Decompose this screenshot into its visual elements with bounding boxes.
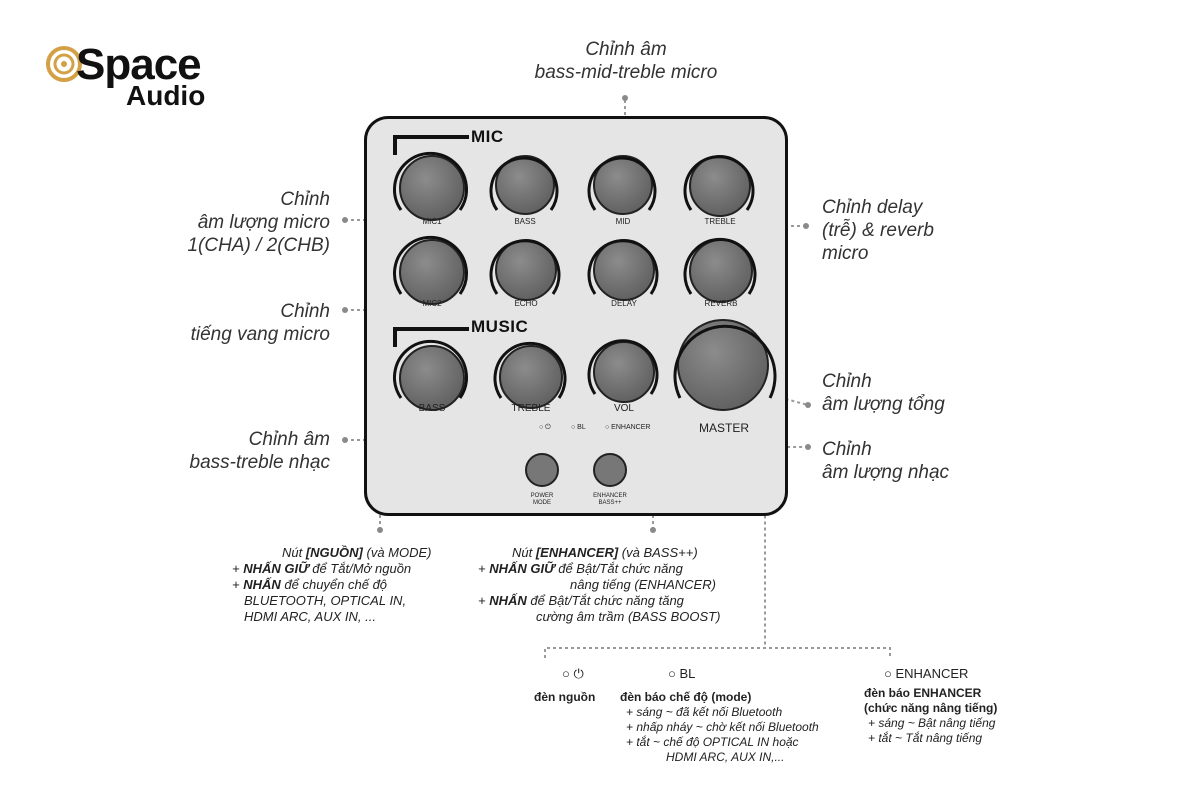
enhancer-led: ○ ENHANCER <box>605 424 651 431</box>
mic1-knob[interactable] <box>399 155 465 221</box>
vol-label: VOL <box>613 403 634 414</box>
music-section-title: MUSIC <box>471 317 529 336</box>
echo-knob[interactable] <box>495 239 557 301</box>
enhancer-led-description: đèn báo ENHANCER (chức năng nâng tiếng) … <box>864 686 998 745</box>
mic2-label: MIC2 <box>422 299 442 308</box>
delay-knob[interactable] <box>593 239 655 301</box>
music-bass-label: BASS <box>418 403 446 414</box>
mic-bass-label: BASS <box>514 217 536 226</box>
enhancer-bass-button[interactable] <box>593 453 627 487</box>
brand-logo: Space Audio <box>46 40 236 118</box>
delay-label: DELAY <box>611 299 637 308</box>
mic-bass-knob[interactable] <box>495 155 555 215</box>
enhancer-button-description: Nút [ENHANCER] (và BASS++) + NHẤN GIỮ để… <box>478 545 721 624</box>
power-led-symbol: ○ ⏻ <box>562 666 584 681</box>
bl-led-symbol: ○ BL <box>668 666 696 681</box>
music-bass-knob[interactable] <box>399 345 465 411</box>
master-knob[interactable] <box>677 319 769 411</box>
logo-brand-top: Space <box>76 40 202 89</box>
echo-label: ECHO <box>514 299 538 308</box>
mic1-label: MIC1 <box>422 217 442 226</box>
reverb-knob[interactable] <box>689 239 753 303</box>
mic-section-bracket <box>393 135 469 155</box>
master-label: MASTER <box>698 421 749 435</box>
music-treble-label: TREBLE <box>511 403 551 414</box>
power-led-description: đèn nguồn <box>534 690 596 704</box>
logo-ring-icon <box>46 46 82 82</box>
reverb-label: REVERB <box>704 299 738 308</box>
vol-knob[interactable] <box>593 341 655 403</box>
mic-treble-label: TREBLE <box>704 217 736 226</box>
mic-treble-knob[interactable] <box>689 155 751 217</box>
bl-led-description: đèn báo chế độ (mode) + sáng ~ đã kết nố… <box>620 690 819 764</box>
control-panel: MIC MIC1 BASS MID TREBLE MIC2 ECHO DELAY… <box>364 116 788 516</box>
power-mode-button[interactable] <box>525 453 559 487</box>
logo-brand-bottom: Audio <box>126 80 206 111</box>
power-button-description: Nút [NGUỒN] (và MODE) + NHẤN GIỮ để Tắt/… <box>232 545 432 624</box>
mic-mid-label: MID <box>615 217 631 226</box>
mic-mid-knob[interactable] <box>593 155 653 215</box>
mic2-knob[interactable] <box>399 239 465 305</box>
mic-section-title: MIC <box>471 127 504 146</box>
enhancer-led-symbol: ○ ENHANCER <box>884 666 969 681</box>
bl-led: ○ BL <box>571 424 586 431</box>
power-led: ○ ⏻ <box>539 424 551 431</box>
music-treble-knob[interactable] <box>499 345 563 409</box>
